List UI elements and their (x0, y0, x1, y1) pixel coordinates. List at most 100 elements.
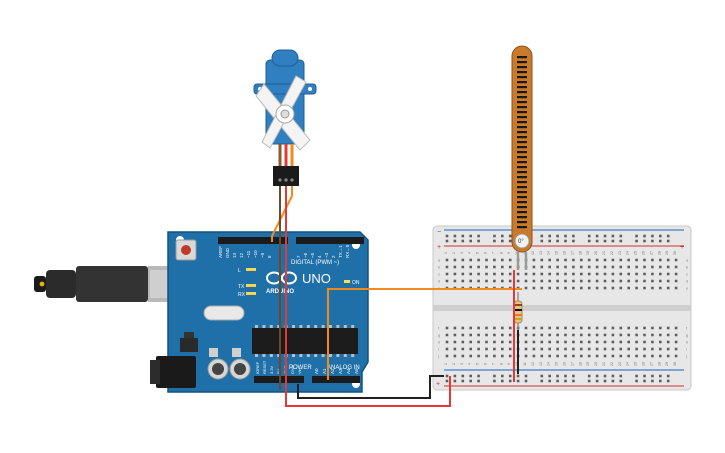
breadboard-hole[interactable] (635, 279, 638, 283)
rail-hole[interactable] (611, 234, 615, 238)
breadboard-hole[interactable] (493, 258, 496, 262)
breadboard-hole[interactable] (461, 354, 465, 358)
breadboard-hole[interactable] (666, 354, 670, 358)
breadboard-hole[interactable] (659, 258, 662, 262)
breadboard-hole[interactable] (532, 347, 536, 351)
breadboard-hole[interactable] (524, 326, 528, 330)
rail-hole[interactable] (461, 379, 465, 383)
breadboard-hole[interactable] (572, 279, 575, 283)
breadboard-hole[interactable] (627, 265, 630, 269)
rail-hole[interactable] (603, 234, 607, 238)
breadboard-hole[interactable] (674, 326, 678, 330)
rail-hole[interactable] (564, 239, 567, 243)
breadboard-hole[interactable] (587, 272, 591, 276)
breadboard-hole[interactable] (453, 333, 457, 337)
breadboard-hole[interactable] (493, 340, 496, 344)
rail-hole[interactable] (461, 234, 465, 238)
rail-hole[interactable] (445, 374, 449, 378)
breadboard-hole[interactable] (524, 354, 528, 358)
breadboard-hole[interactable] (532, 286, 536, 290)
breadboard-hole[interactable] (603, 265, 607, 269)
breadboard-hole[interactable] (611, 258, 615, 262)
breadboard-hole[interactable] (556, 279, 559, 283)
rail-hole[interactable] (469, 379, 472, 383)
breadboard-hole[interactable] (508, 354, 512, 358)
breadboard-hole[interactable] (611, 333, 615, 337)
rail-hole[interactable] (572, 239, 575, 243)
breadboard-hole[interactable] (627, 279, 630, 283)
breadboard-hole[interactable] (564, 265, 567, 269)
rail-hole[interactable] (477, 379, 480, 383)
rail-hole[interactable] (651, 234, 654, 238)
breadboard-hole[interactable] (603, 258, 607, 262)
breadboard-hole[interactable] (493, 265, 496, 269)
breadboard-hole[interactable] (532, 272, 536, 276)
breadboard-hole[interactable] (461, 272, 465, 276)
rail-hole[interactable] (643, 239, 646, 243)
breadboard-hole[interactable] (508, 326, 512, 330)
breadboard-hole[interactable] (524, 279, 528, 283)
breadboard-hole[interactable] (501, 258, 504, 262)
breadboard-hole[interactable] (572, 286, 575, 290)
power-jack[interactable] (156, 356, 196, 388)
breadboard-hole[interactable] (635, 354, 638, 358)
rail-hole[interactable] (611, 379, 615, 383)
rail-hole[interactable] (572, 374, 575, 378)
rail-hole[interactable] (587, 379, 591, 383)
breadboard-hole[interactable] (485, 279, 488, 283)
breadboard-hole[interactable] (445, 354, 449, 358)
breadboard-hole[interactable] (619, 354, 623, 358)
rail-hole[interactable] (524, 379, 528, 383)
breadboard-hole[interactable] (445, 340, 449, 344)
wire-servo-signal[interactable] (271, 186, 293, 242)
breadboard-hole[interactable] (572, 265, 575, 269)
breadboard-hole[interactable] (674, 354, 678, 358)
breadboard-hole[interactable] (501, 340, 504, 344)
breadboard-hole[interactable] (508, 347, 512, 351)
breadboard-hole[interactable] (540, 265, 544, 269)
breadboard-hole[interactable] (540, 347, 544, 351)
breadboard-hole[interactable] (516, 272, 520, 276)
breadboard-hole[interactable] (572, 272, 575, 276)
breadboard-hole[interactable] (666, 265, 670, 269)
breadboard-hole[interactable] (548, 286, 551, 290)
breadboard-hole[interactable] (595, 258, 599, 262)
breadboard-hole[interactable] (580, 326, 583, 330)
breadboard-hole[interactable] (643, 272, 646, 276)
breadboard-hole[interactable] (556, 340, 559, 344)
rail-hole[interactable] (619, 379, 623, 383)
rail-hole[interactable] (659, 239, 662, 243)
breadboard-hole[interactable] (587, 265, 591, 269)
breadboard-hole[interactable] (659, 279, 662, 283)
breadboard-hole[interactable] (587, 347, 591, 351)
breadboard-hole[interactable] (587, 286, 591, 290)
breadboard-hole[interactable] (548, 258, 551, 262)
rail-hole[interactable] (445, 234, 449, 238)
breadboard-hole[interactable] (453, 340, 457, 344)
breadboard-hole[interactable] (674, 279, 678, 283)
breadboard-hole[interactable] (603, 279, 607, 283)
breadboard-hole[interactable] (477, 272, 480, 276)
rail-hole[interactable] (564, 234, 567, 238)
breadboard-hole[interactable] (469, 272, 472, 276)
breadboard-hole[interactable] (501, 265, 504, 269)
rail-hole[interactable] (635, 379, 638, 383)
breadboard-hole[interactable] (580, 340, 583, 344)
rail-hole[interactable] (548, 374, 551, 378)
breadboard-hole[interactable] (587, 326, 591, 330)
breadboard-hole[interactable] (461, 265, 465, 269)
rail-hole[interactable] (501, 379, 504, 383)
breadboard-hole[interactable] (666, 333, 670, 337)
breadboard-hole[interactable] (477, 340, 480, 344)
breadboard-hole[interactable] (556, 272, 559, 276)
breadboard-hole[interactable] (548, 272, 551, 276)
breadboard-hole[interactable] (477, 333, 480, 337)
rail-hole[interactable] (501, 374, 504, 378)
breadboard-hole[interactable] (635, 326, 638, 330)
breadboard-hole[interactable] (595, 340, 599, 344)
breadboard-hole[interactable] (493, 347, 496, 351)
rail-hole[interactable] (540, 374, 544, 378)
servo-motor[interactable] (253, 49, 317, 186)
breadboard-hole[interactable] (666, 326, 670, 330)
rail-hole[interactable] (501, 234, 504, 238)
